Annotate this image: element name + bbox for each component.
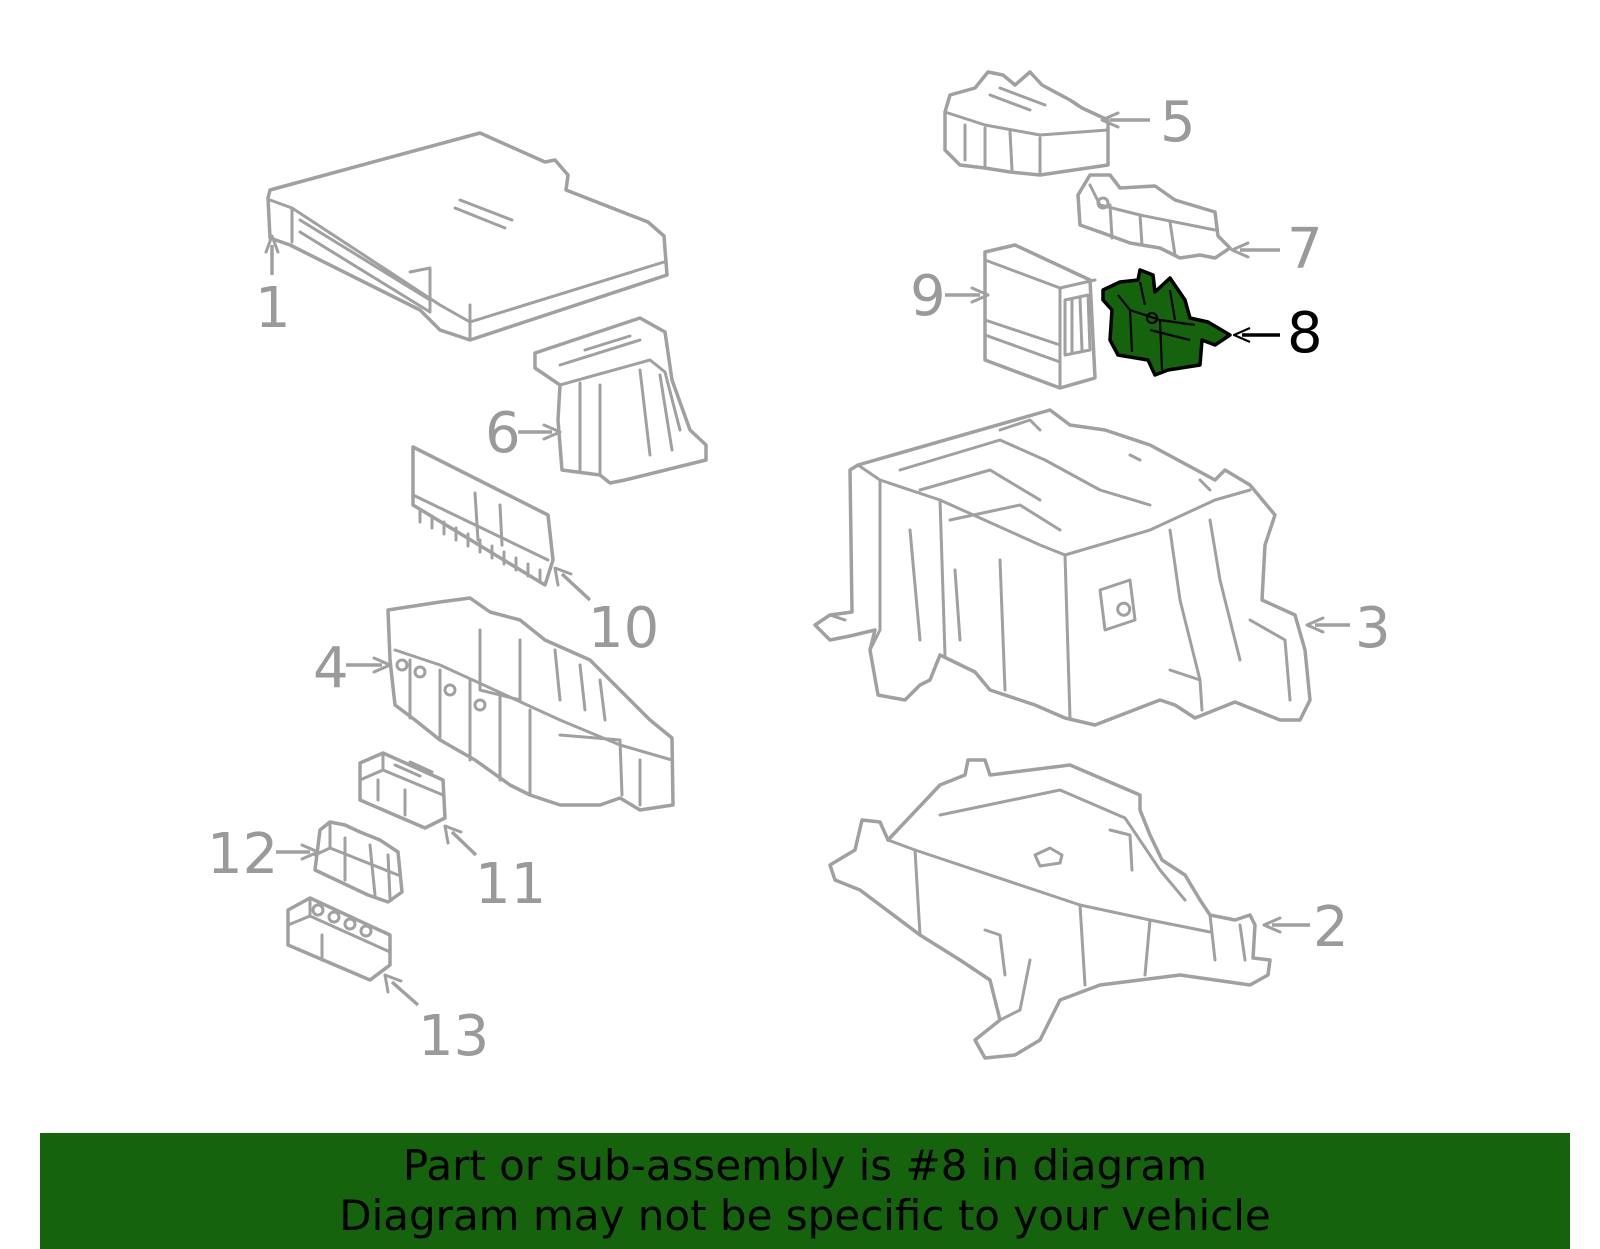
part-12[interactable]: [313, 820, 404, 904]
part-6[interactable]: [533, 316, 708, 485]
part-10[interactable]: [411, 445, 555, 587]
callout-11: 11: [475, 852, 546, 917]
info-banner: Part or sub-assembly is #8 in diagram Di…: [40, 1133, 1570, 1249]
part-2-base-tray[interactable]: [828, 758, 1272, 1060]
part-11[interactable]: [358, 751, 447, 830]
callout-9: 9: [910, 264, 946, 329]
parts-diagram: 1 2 3 4 5 6 7 8 9 10 11 12 13: [207, 70, 1391, 1069]
part-13[interactable]: [286, 896, 392, 982]
callout-4: 4: [313, 636, 349, 701]
callout-8: 8: [1287, 301, 1323, 366]
banner-line-2: Diagram may not be specific to your vehi…: [339, 1191, 1271, 1240]
banner-line-1: Part or sub-assembly is #8 in diagram: [402, 1141, 1208, 1190]
part-5[interactable]: [943, 70, 1110, 177]
callout-10: 10: [588, 596, 659, 661]
part-8-highlighted[interactable]: [1101, 268, 1232, 377]
callout-1: 1: [255, 276, 291, 341]
callout-3: 3: [1355, 596, 1391, 661]
callout-5: 5: [1160, 90, 1196, 155]
callout-12: 12: [207, 822, 278, 887]
part-7[interactable]: [1076, 173, 1232, 260]
callout-6: 6: [485, 401, 521, 466]
leader-lines: [264, 111, 1350, 1007]
callout-labels: 1 2 3 4 5 6 7 8 9 10 11 12 13: [207, 90, 1391, 1069]
part-1-cover[interactable]: [266, 131, 669, 342]
callout-13: 13: [418, 1004, 489, 1069]
part-3-main-box[interactable]: [813, 408, 1312, 727]
callout-7: 7: [1287, 217, 1323, 282]
callout-2: 2: [1313, 895, 1349, 960]
part-9[interactable]: [983, 243, 1097, 390]
part-4[interactable]: [386, 596, 675, 812]
